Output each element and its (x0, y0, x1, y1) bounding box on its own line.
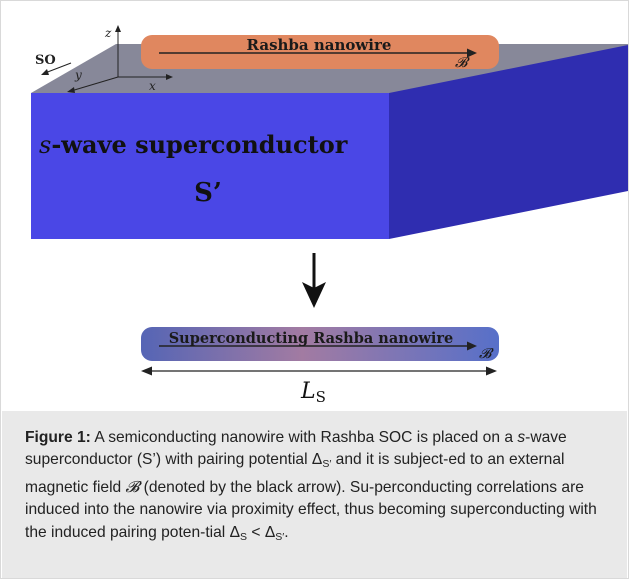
figure-diagram: Rashba nanowire 𝓑 z x y SO s-wave superc… (31, 25, 628, 406)
superconductor-label: s-wave superconductor (39, 130, 348, 159)
caption-sub-s: S (240, 530, 248, 543)
superconducting-nanowire (141, 327, 499, 361)
axis-x-label: x (149, 79, 156, 93)
z-axis-arrowhead (115, 25, 121, 32)
caption-part2: -wave superconductor (S’) with pairing p… (25, 429, 567, 469)
caption-text: Figure 1: A semiconducting nanowire with… (25, 427, 609, 548)
so-label: SO (35, 53, 56, 68)
figure-caption: Figure 1: A semiconducting nanowire with… (2, 411, 627, 578)
caption-end: . (284, 523, 289, 541)
caption-sub-sprime-2: S′ (275, 530, 285, 543)
length-arrowhead-right (486, 366, 497, 376)
axis-y-label: y (74, 68, 82, 82)
field-symbol-bottom: 𝓑 (479, 346, 494, 362)
caption-delta-3: Δ (264, 523, 276, 541)
superconductor-front-face (31, 93, 389, 239)
y-axis (70, 76, 119, 92)
superconductor-side-face (389, 45, 628, 239)
x-axis-arrowhead (166, 74, 173, 80)
caption-lt: < (247, 523, 265, 541)
caption-part1: A semiconducting nanowire with Rashba SO… (90, 429, 518, 446)
down-arrowhead (302, 282, 326, 308)
length-subscript: S (316, 388, 326, 406)
rashba-nanowire (141, 35, 499, 69)
field-arrowhead-bottom (467, 341, 477, 351)
caption-part3: and it is subject-ed to an external magn… (25, 451, 565, 496)
length-arrowhead-left (141, 366, 152, 376)
superconductor-label-rest: -wave superconductor (51, 130, 347, 159)
caption-delta-1: Δ (311, 451, 323, 469)
caption-s-italic: s (517, 429, 526, 446)
caption-label: Figure 1: (25, 429, 91, 446)
caption-delta-sprime-2: ΔS′ (264, 523, 285, 543)
caption-part4: (denoted by the black arrow). Su-percond… (25, 478, 597, 541)
caption-field-symbol: 𝓑 (125, 477, 140, 496)
length-symbol: L (300, 379, 316, 404)
caption-delta-s: ΔS (229, 523, 248, 543)
axis-z-label: z (104, 26, 112, 40)
superconductor-label-s: s (39, 131, 51, 159)
superconductor-name: S’ (194, 178, 222, 208)
so-arrow (44, 62, 72, 74)
field-arrowhead-top (467, 48, 477, 58)
caption-sub-sprime: S′ (322, 458, 332, 471)
caption-delta-2: Δ (229, 523, 241, 541)
so-arrowhead (41, 69, 49, 75)
length-label: LS (300, 379, 326, 406)
superconducting-nanowire-label: Superconducting Rashba nanowire (169, 330, 454, 347)
caption-delta-sprime: ΔS′ (311, 451, 332, 471)
rashba-nanowire-label: Rashba nanowire (247, 36, 392, 54)
field-symbol-top: 𝓑 (455, 55, 470, 71)
y-axis-arrowhead (67, 87, 75, 93)
